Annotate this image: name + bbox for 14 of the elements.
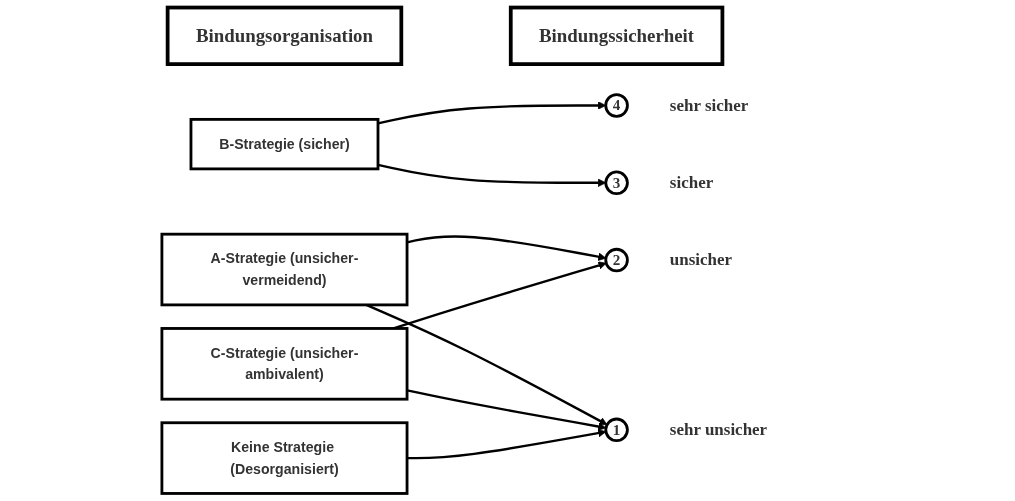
node-circle: 3 <box>604 170 629 196</box>
node-box: C-Strategie (unsicher-ambivalent) <box>160 327 409 401</box>
node-label: sicher <box>669 172 714 192</box>
node-circle: 1 <box>604 417 629 443</box>
node-box: Keine Strategie (Desorganisiert) <box>160 421 409 495</box>
node-label: sehr sicher <box>669 95 749 115</box>
node-box: B-Strategie (sicher) <box>189 117 380 171</box>
node-box: Bindungsorganisation <box>165 5 404 66</box>
node-label: unsicher <box>669 250 733 270</box>
node-label: sehr unsicher <box>669 419 768 439</box>
node-circle: 4 <box>604 93 629 118</box>
node-box: A-Strategie (unsicher-vermeidend) <box>160 232 409 307</box>
node-box: Bindungssicherheit <box>508 5 725 66</box>
node-circle: 2 <box>604 247 629 273</box>
